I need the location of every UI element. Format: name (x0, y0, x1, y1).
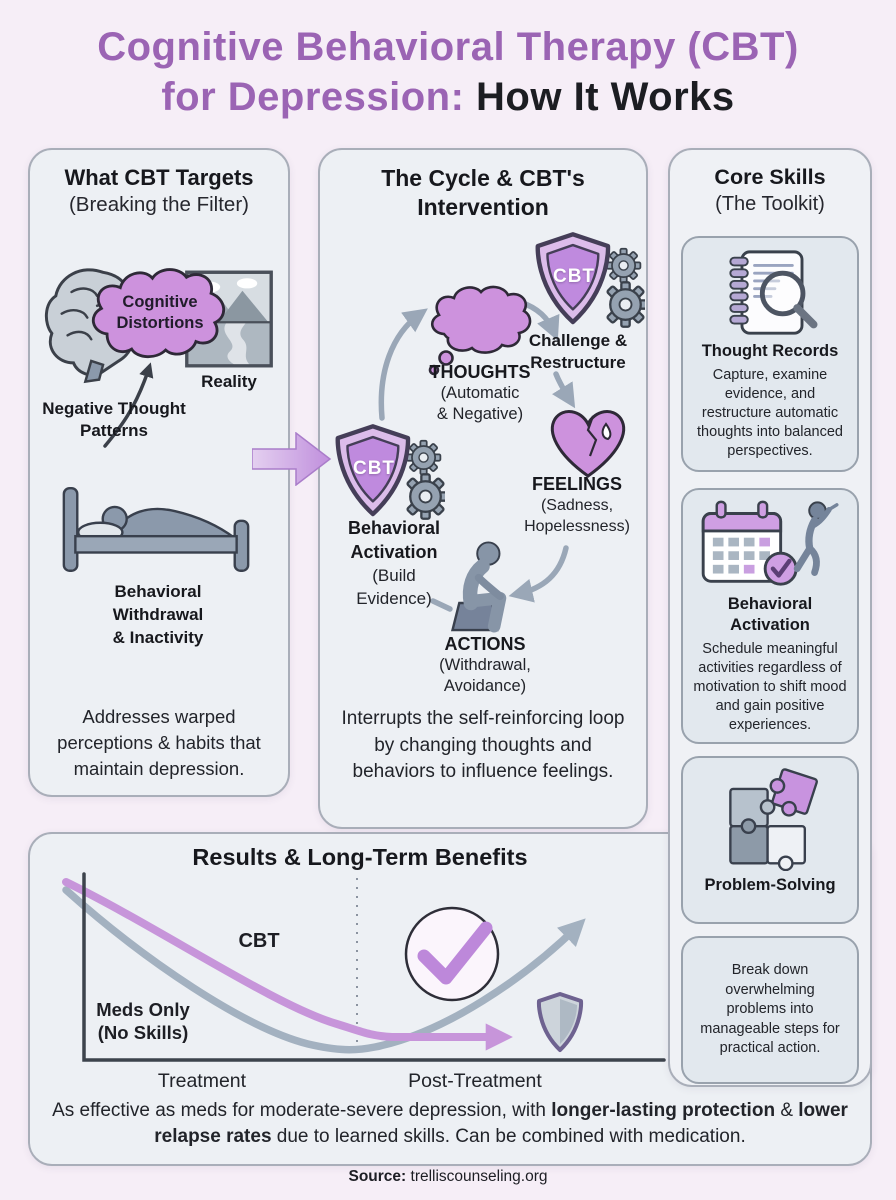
card-title: Problem-Solving (704, 876, 836, 894)
what-cbt-targets-panel: What CBT Targets (Breaking the Filter) (28, 148, 290, 797)
results-chart (62, 872, 666, 1062)
card-text: Break down overwhelming problems into ma… (700, 962, 840, 1057)
notebook-magnifier-icon (729, 250, 818, 335)
challenge-restructure-label: Challenge & Restructure (528, 331, 628, 372)
behavioral-activation-label: Behavioral Activation (Build Evidence) (347, 518, 441, 608)
cbt-shield-top-label: CBT (552, 266, 596, 287)
cbt-shield-left-label: CBT (352, 458, 396, 479)
cloud-label: Cognitive Distortions (116, 293, 204, 332)
cognitive-distortions-cloud-icon: Cognitive Distortions (84, 264, 236, 368)
page-title-line1: Cognitive Behavioral Therapy (CBT) (97, 25, 799, 69)
card-text: Capture, examine evidence, and restructu… (697, 367, 843, 459)
cbt-line-label: CBT (238, 930, 280, 952)
cycle-intervention-panel: The Cycle & CBT's Intervention (318, 148, 648, 829)
break-down-card: Break down overwhelming problems into ma… (681, 936, 859, 1084)
curved-arrow-icon (103, 362, 154, 448)
thoughts-label: THOUGHTS (Automatic & Negative) (429, 362, 531, 423)
cbt-shield-gears-icon (535, 232, 645, 328)
card-text: Schedule meaningful activities regardles… (693, 641, 847, 733)
sitting-person-icon (450, 541, 507, 633)
x-label-treatment: Treatment (157, 1070, 247, 1092)
thought-records-card: Thought Records Capture, examine evidenc… (681, 236, 859, 472)
reality-label: Reality (201, 372, 257, 391)
big-right-arrow-icon (252, 432, 332, 486)
left-panel-heading: What CBT Targets (Breaking the Filter) (64, 165, 254, 216)
check-icon (763, 551, 798, 586)
problem-solving-card: Problem-Solving (681, 756, 859, 924)
meds-line-label: Meds Only (No Skills) (96, 999, 190, 1043)
shield-small-icon (536, 992, 584, 1052)
card-title: Thought Records (701, 342, 839, 360)
check-icon (417, 921, 493, 985)
middle-panel-heading: The Cycle & CBT's Intervention (381, 165, 585, 220)
calendar-check-walking-icon (701, 500, 839, 586)
core-skills-panel: Core Skills (The Toolkit) Thought Record… (668, 148, 872, 1087)
card-title: Behavioral Activation (727, 595, 813, 634)
bed-person-icon (62, 486, 250, 572)
left-panel-caption: Addresses warped perceptions & habits th… (57, 706, 261, 779)
page-title-line2: for Depression: How It Works (161, 75, 735, 119)
bed-label: Behavioral Withdrawal & Inactivity (112, 582, 204, 647)
broken-heart-icon (550, 410, 626, 478)
meds-line rising-arrow-icon (62, 886, 586, 1054)
feelings-label: FEELINGS (Sadness, Hopelessness) (524, 474, 630, 535)
walking-person-icon (793, 501, 839, 576)
middle-panel-caption: Interrupts the self-reinforcing loop by … (341, 708, 625, 782)
cbt-shield-gears-icon (335, 424, 445, 520)
x-label-post-treatment: Post-Treatment (408, 1070, 542, 1092)
results-caption: As effective as meds for moderate-severe… (52, 1100, 848, 1147)
results-heading: Results & Long-Term Benefits (192, 844, 528, 870)
negative-thought-label: Negative Thought Patterns (42, 399, 186, 440)
page-title: Cognitive Behavioral Therapy (CBT) for D… (0, 22, 896, 122)
results-panel: Results & Long-Term Benefits CBT Meds On… (28, 832, 872, 1166)
thought-cloud-icon (428, 285, 532, 376)
puzzle-pieces-icon (729, 768, 818, 871)
source-line: Source: trelliscounseling.org (348, 1168, 548, 1185)
right-panel-heading: Core Skills (The Toolkit) (714, 165, 826, 215)
actions-label: ACTIONS (Withdrawal, Avoidance) (439, 634, 531, 695)
check-circle-icon (404, 906, 500, 1002)
chart-axes (82, 872, 666, 1062)
cbt-line flat-arrow-icon (62, 878, 513, 1051)
behavioral-activation-card: Behavioral Activation Schedule meaningfu… (681, 488, 859, 744)
